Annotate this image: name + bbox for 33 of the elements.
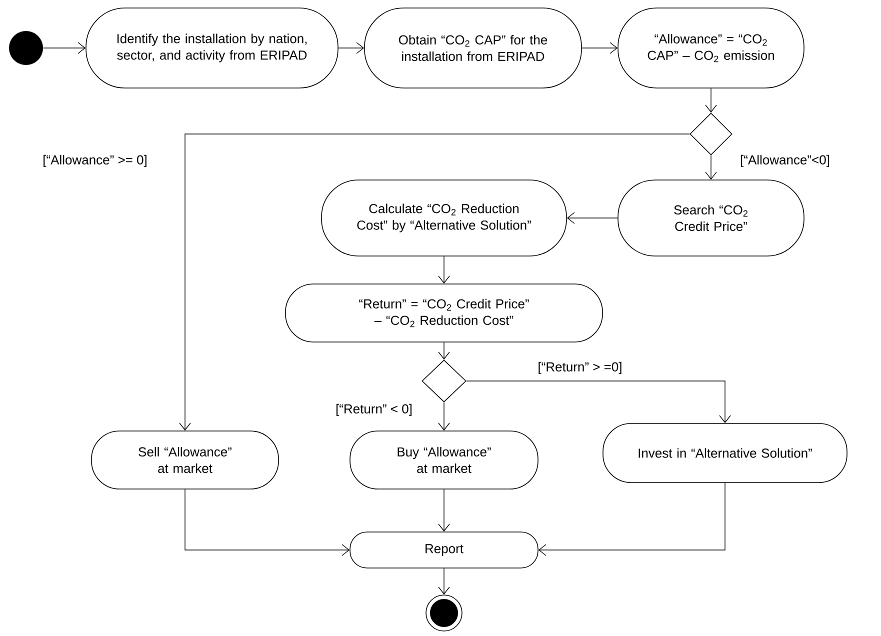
edge-label: [“Allowance”<0] [739,154,831,168]
arrow [438,256,450,284]
arrow [42,42,86,54]
arrow [338,42,364,54]
arrow [179,134,690,431]
activity-box: Calculate “CO$_{2}$ Reduction Cost” by “Alternative Solution” [321,180,567,256]
arrow [438,402,450,431]
arrow [184,489,350,556]
activity-box: Report [350,532,538,568]
edge-label: [“Return” > =0] [536,360,624,376]
activity-box: “Return” = “CO$_{2}$ Credit Price” – “CO$_{2}$ Reduction Cost” [285,284,603,342]
decision-diamond [422,360,466,402]
activity-box: Search “CO$_{2}$ Credit Price” [618,180,804,256]
arrow [438,489,450,532]
activity-box: Invest in “Alternative Solution” [602,423,848,483]
arrow [466,380,731,424]
arrow [705,155,717,180]
edge-label: [“Return” < 0] [334,402,414,418]
arrow [438,342,450,360]
arrow [566,212,618,224]
arrow [582,42,618,54]
arrow [538,482,726,556]
activity-box: Sell “Allowance” at market [91,430,279,490]
start-node [9,31,43,65]
edge-label: [“Allowance” >= 0] [42,154,148,168]
end-node [426,594,462,632]
arrow [438,568,450,595]
arrow [705,88,717,113]
activity-box: “Allowance” = “CO$_{2}$ CAP” – CO$_{2}$ emission [618,8,804,88]
activity-box: Buy “Allowance” at market [350,430,538,490]
activity-box: Identify the installation by nation, sector, and activity from ERIPAD [86,8,338,88]
activity-box: Obtain “CO$_{2}$ CAP” for the installation from ERIPAD [364,8,582,88]
decision-diamond [690,112,732,156]
